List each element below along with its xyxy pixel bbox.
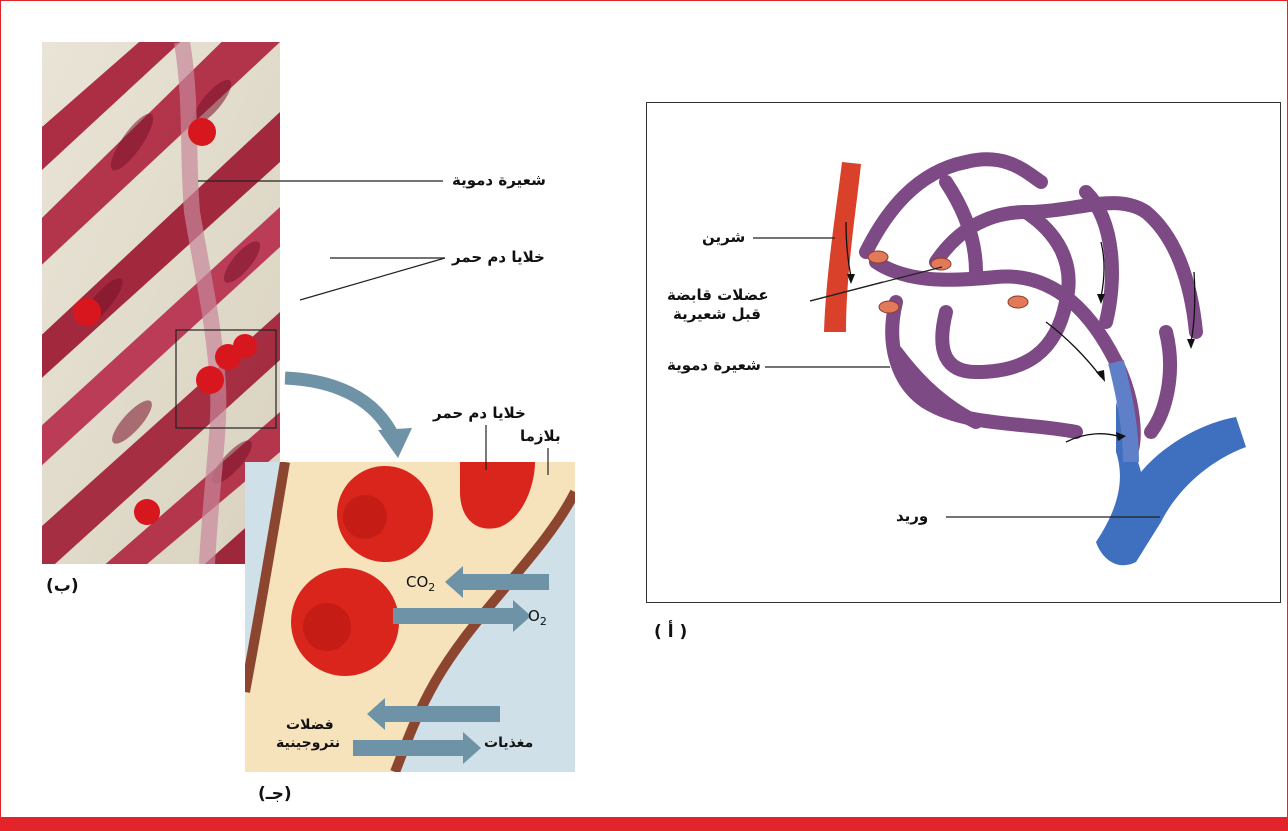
label-sphincter-line2: قبل شعيرية [673,305,761,323]
caption-a: ( أ ) [654,622,687,642]
label-sphincter-line1: عضلات قابضة [667,286,769,304]
label-capillary-a: شعيرة دموية [667,356,761,374]
label-artery: شرين [702,228,745,246]
label-vein: وريد [896,507,928,525]
